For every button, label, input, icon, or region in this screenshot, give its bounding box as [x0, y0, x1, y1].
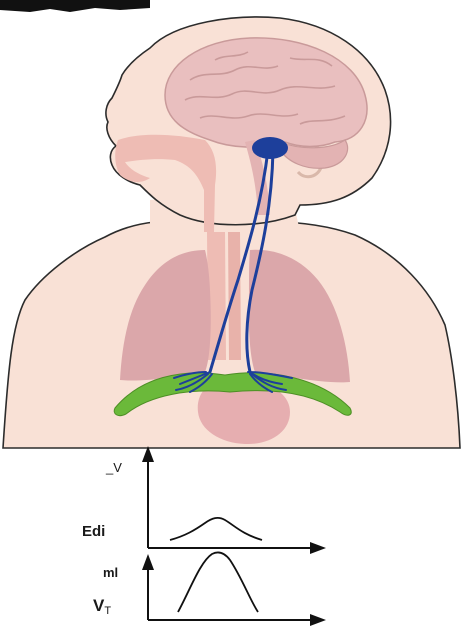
vt-waveform [178, 552, 258, 612]
edi-waveform [170, 518, 262, 540]
tidal-volume-letter: V [93, 596, 104, 615]
edi-x-arrow [310, 542, 326, 554]
esophagus [228, 232, 241, 360]
flow-label: _V [106, 461, 122, 474]
vt-y-arrow [142, 554, 154, 570]
ml-unit-label: ml [103, 566, 118, 579]
waveform-graphs [142, 446, 326, 626]
vt-x-arrow [310, 614, 326, 626]
brain-stimulus-node [252, 137, 288, 159]
tidal-volume-subscript: T [104, 605, 111, 617]
top-cropped-band [0, 0, 150, 12]
tidal-volume-label: VT [93, 597, 111, 617]
edi-label: Edi [82, 524, 105, 539]
